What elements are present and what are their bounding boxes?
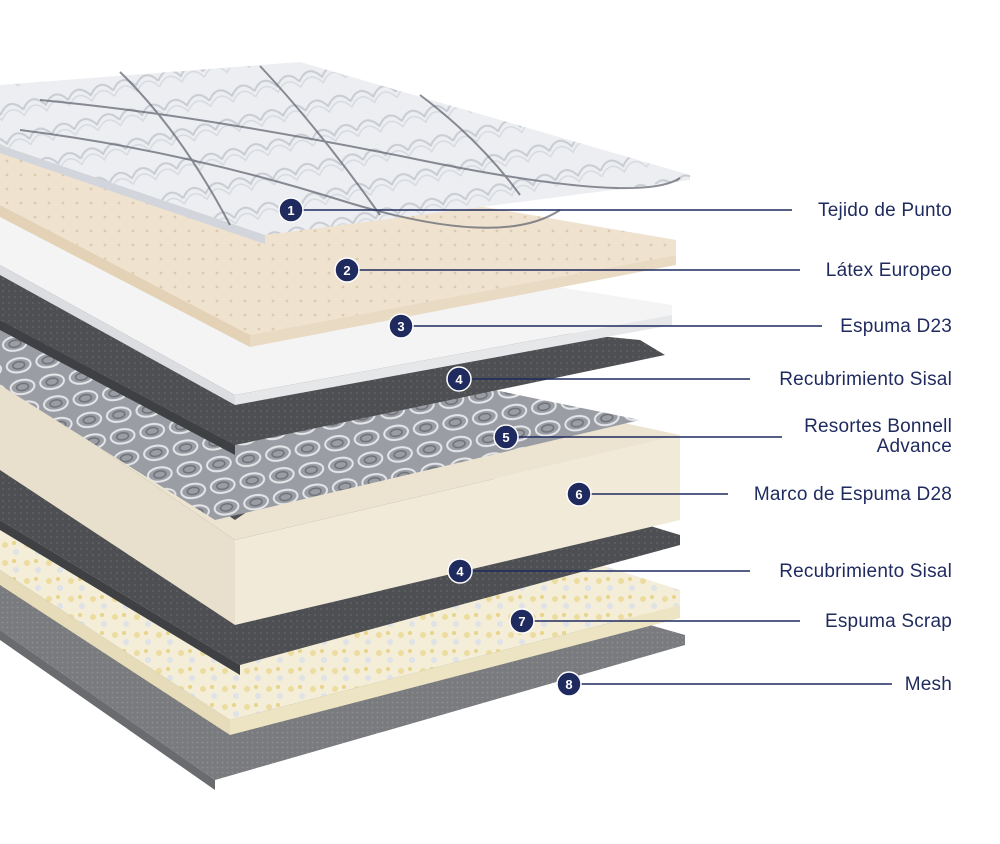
badge-3: 3 <box>388 313 414 339</box>
label-espuma-d23: Espuma D23 <box>840 316 952 337</box>
badge-5: 5 <box>493 424 519 450</box>
label-resortes-bonnell-line2: Advance <box>877 436 952 457</box>
number-badges: 1 2 3 4 5 6 4 7 8 <box>278 197 592 697</box>
label-recubrimiento-sisal-lower: Recubrimiento Sisal <box>779 561 952 582</box>
label-espuma-scrap: Espuma Scrap <box>825 611 952 632</box>
label-tejido-de-punto: Tejido de Punto <box>818 200 952 221</box>
label-latex-europeo: Látex Europeo <box>826 260 952 281</box>
svg-text:6: 6 <box>575 487 582 502</box>
label-recubrimiento-sisal-upper: Recubrimiento Sisal <box>779 369 952 390</box>
badge-6: 6 <box>566 481 592 507</box>
badge-8: 8 <box>556 671 582 697</box>
badge-7: 7 <box>509 608 535 634</box>
svg-text:1: 1 <box>287 203 294 218</box>
svg-text:4: 4 <box>455 372 463 387</box>
leader-lines <box>291 209 892 685</box>
label-marco-espuma-d28: Marco de Espuma D28 <box>754 484 952 505</box>
svg-text:3: 3 <box>397 319 404 334</box>
badge-1: 1 <box>278 197 304 223</box>
svg-text:2: 2 <box>343 263 350 278</box>
layer-labels: Tejido de Punto Látex Europeo Espuma D23… <box>754 200 952 695</box>
svg-text:7: 7 <box>518 614 525 629</box>
label-resortes-bonnell-line1: Resortes Bonnell <box>804 416 952 437</box>
badge-4b: 4 <box>447 558 473 584</box>
badge-4a: 4 <box>446 366 472 392</box>
layer-tejido-de-punto <box>0 62 690 244</box>
label-mesh: Mesh <box>905 674 952 695</box>
svg-text:8: 8 <box>565 677 572 692</box>
svg-text:4: 4 <box>456 564 464 579</box>
badge-2: 2 <box>334 257 360 283</box>
svg-text:5: 5 <box>502 430 509 445</box>
